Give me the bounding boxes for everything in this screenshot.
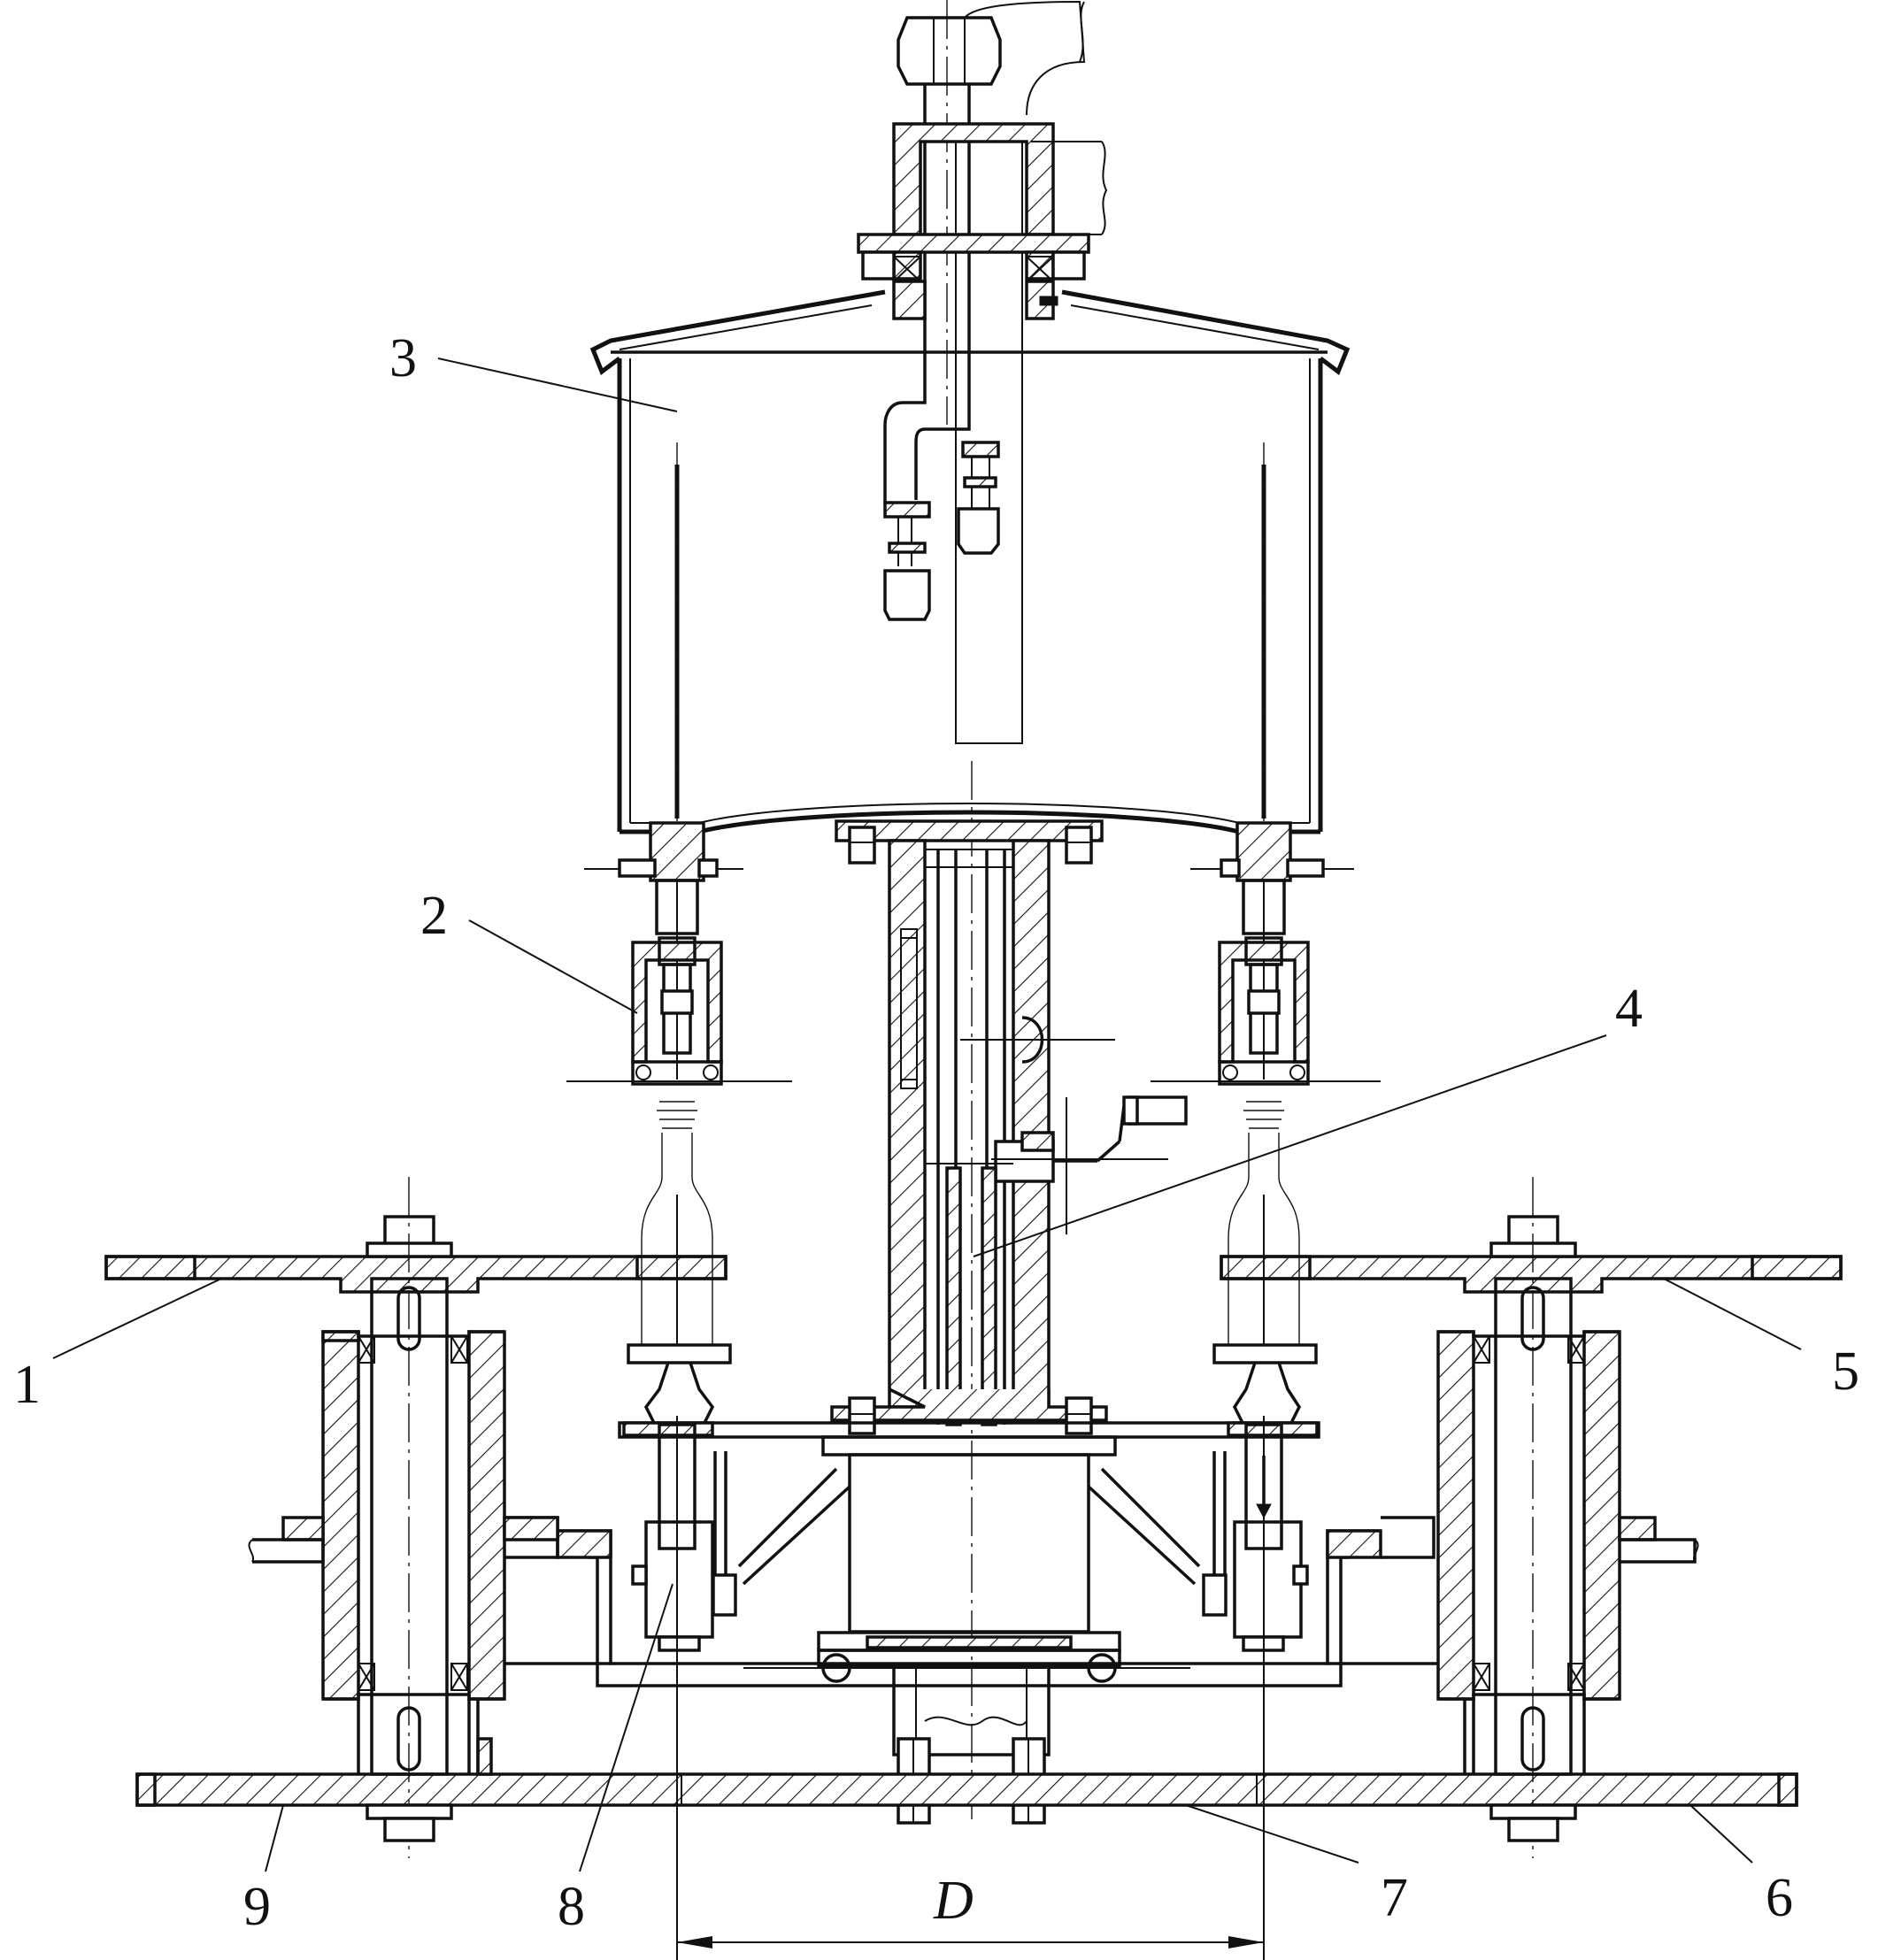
part-label-7: 7: [1381, 1868, 1408, 1928]
rotary-table: [618, 1421, 1320, 1825]
right-lift-cylinder: [1202, 1343, 1319, 1960]
part-label-3: 3: [389, 328, 417, 388]
left-filling-valve: [566, 821, 792, 1086]
part-labels: 3 2 4 1 5 6 7 8 9: [13, 328, 1859, 1937]
part-label-4: 4: [1615, 979, 1643, 1039]
dimension-label: D: [933, 1871, 974, 1931]
part-label-5: 5: [1832, 1341, 1859, 1402]
part-label-6: 6: [1766, 1868, 1793, 1928]
dimension-d: D: [677, 1871, 1264, 1948]
left-lift-cylinder: [622, 1343, 737, 1960]
part-label-1: 1: [13, 1355, 41, 1415]
right-star-wheel: [1220, 1177, 1843, 1858]
liquid-tank: [589, 289, 1351, 885]
left-star-wheel: [104, 1177, 727, 1858]
leader-lines: [52, 357, 1802, 1872]
part-label-2: 2: [420, 886, 448, 946]
part-label-8: 8: [558, 1877, 585, 1937]
right-bottle: [1228, 1101, 1300, 1345]
left-bottle: [641, 1101, 713, 1345]
part-label-9: 9: [243, 1877, 271, 1937]
top-feed-assembly: [857, 0, 1108, 744]
frame: [135, 1516, 1798, 1807]
right-filling-valve: [1151, 821, 1381, 1086]
